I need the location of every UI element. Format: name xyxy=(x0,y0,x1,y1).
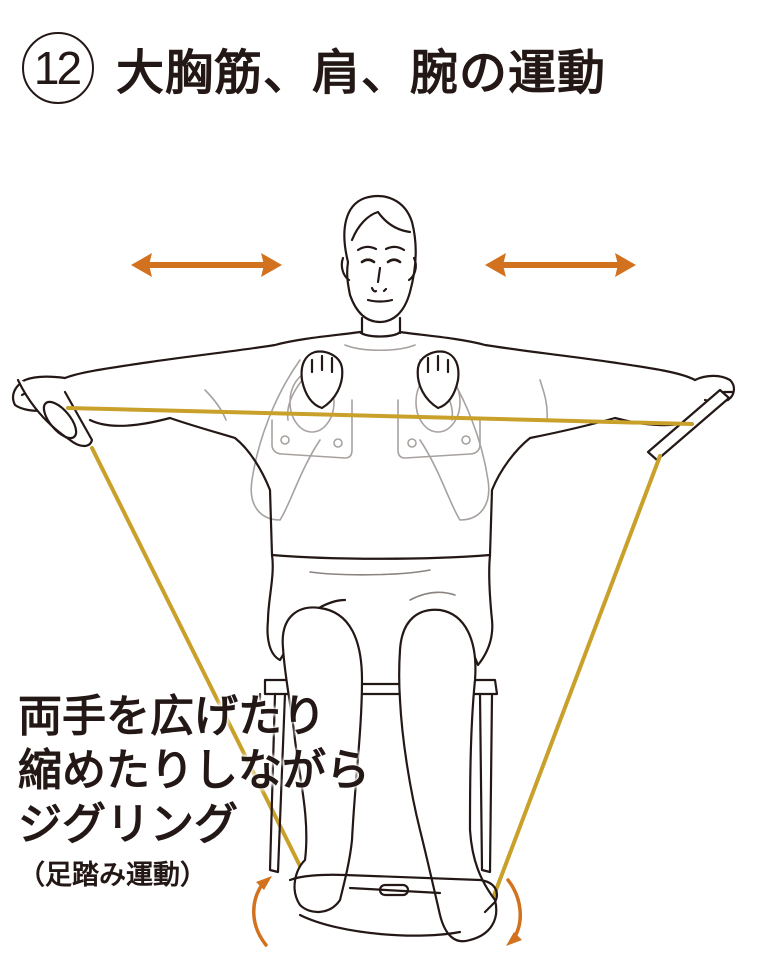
jiggling-board xyxy=(288,873,498,937)
resistance-band xyxy=(66,406,694,908)
right-hand xyxy=(646,374,735,462)
fists xyxy=(300,350,460,410)
legs xyxy=(281,606,498,943)
page-title: 12 大胸筋、肩、腕の運動 xyxy=(22,28,606,108)
caption-note: （足踏み運動） xyxy=(18,860,207,891)
ghost-arms xyxy=(204,344,548,521)
curved-arrow-down-icon xyxy=(506,878,522,946)
title-text: 大胸筋、肩、腕の運動 xyxy=(116,45,607,101)
double-arrow-right-icon xyxy=(485,253,636,277)
left-hand xyxy=(11,375,94,448)
instruction-caption: 両手を広げたり 縮めたりしながら ジグリング （足踏み運動） xyxy=(18,690,370,896)
curved-arrow-up-icon xyxy=(252,876,272,947)
torso xyxy=(63,330,697,560)
caption-line-2: 縮めたりしながら xyxy=(18,745,370,796)
double-arrow-left-icon xyxy=(131,253,282,277)
caption-line-1: 両手を広げたり xyxy=(18,691,326,742)
step-number-badge: 12 xyxy=(22,32,94,104)
caption-line-3: ジグリング xyxy=(18,799,238,850)
head xyxy=(340,194,417,335)
